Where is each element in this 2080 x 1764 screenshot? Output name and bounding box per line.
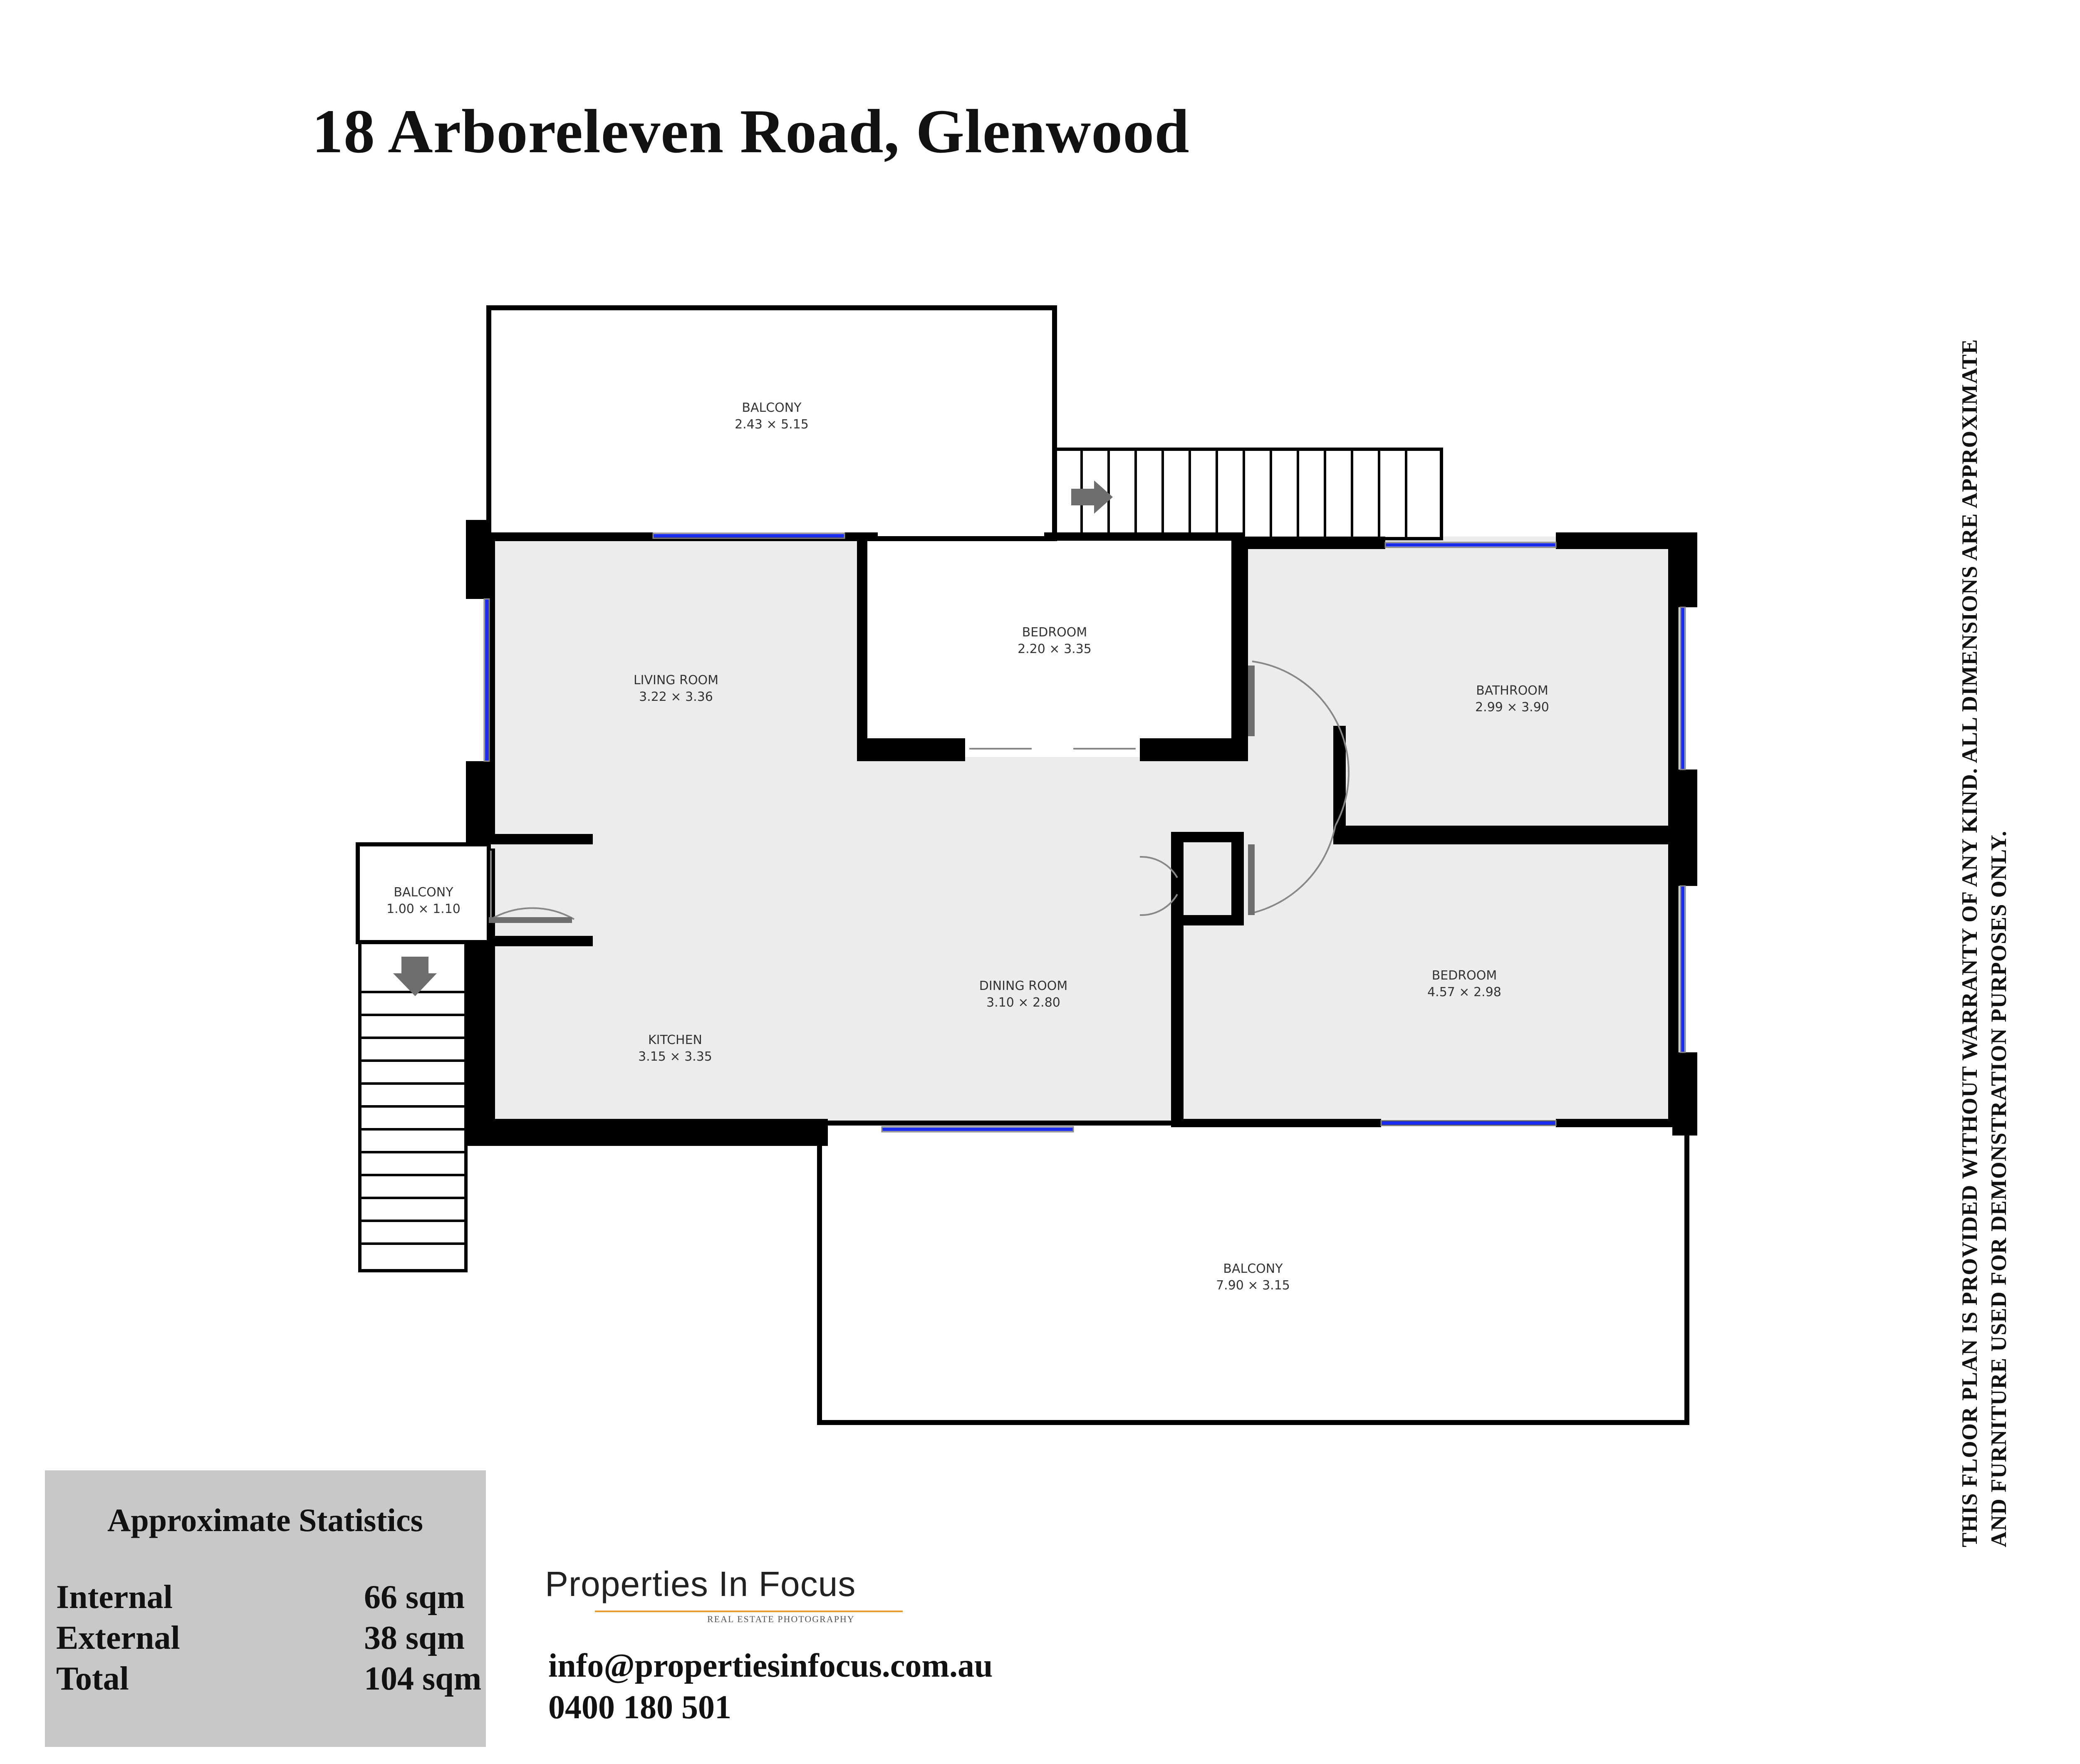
room-dims-dining-room: 3.10 × 2.80 bbox=[986, 995, 1060, 1010]
stairs-top bbox=[1053, 448, 1443, 540]
stairs-arrow-icon bbox=[1071, 480, 1113, 514]
contact-phone[interactable]: 0400 180 501 bbox=[548, 1689, 731, 1726]
door-leaves bbox=[489, 666, 1255, 923]
brand-underline bbox=[595, 1611, 903, 1612]
stairs-left bbox=[358, 940, 468, 1272]
room-label-bedroom-1: BEDROOM bbox=[1022, 625, 1087, 640]
room-label-balcony-bottom: BALCONY bbox=[1223, 1262, 1283, 1276]
room-label-living-room: LIVING ROOM bbox=[634, 673, 718, 688]
interior-floor bbox=[487, 537, 1672, 1123]
room-dims-bedroom-1: 2.20 × 3.35 bbox=[1018, 642, 1092, 656]
room-label-kitchen: KITCHEN bbox=[648, 1033, 702, 1047]
stat-label: Total bbox=[56, 1660, 129, 1697]
statistics-panel: Approximate Statistics Internal 66 sqm E… bbox=[45, 1470, 486, 1747]
room-dims-bedroom-2: 4.57 × 2.98 bbox=[1427, 985, 1501, 1000]
disclaimer-text: This floor plan is provided without warr… bbox=[1958, 339, 2011, 1547]
room-label-dining-room: DINING ROOM bbox=[979, 979, 1067, 993]
stairs-arrow-icon bbox=[393, 957, 437, 996]
room-dims-balcony-left: 1.00 × 1.10 bbox=[386, 902, 461, 916]
statistics-heading: Approximate Statistics bbox=[107, 1502, 423, 1538]
windows bbox=[485, 534, 1684, 1131]
room-dims-balcony-bottom: 7.90 × 3.15 bbox=[1216, 1278, 1290, 1293]
stat-value: 66 sqm bbox=[364, 1579, 465, 1616]
stat-value: 38 sqm bbox=[364, 1620, 465, 1656]
window-frames bbox=[483, 532, 1686, 1133]
page-title: 18 Arboreleven Road, Glenwood bbox=[312, 97, 1190, 166]
brand-tagline: REAL ESTATE PHOTOGRAPHY bbox=[707, 1614, 855, 1624]
doors bbox=[490, 661, 1350, 920]
stat-value: 104 sqm bbox=[364, 1660, 482, 1697]
room-label-bedroom-2: BEDROOM bbox=[1432, 968, 1497, 983]
room-dims-balcony-top: 2.43 × 5.15 bbox=[735, 417, 809, 432]
room-label-balcony-top: BALCONY bbox=[742, 401, 802, 415]
brand-name: Properties In Focus bbox=[545, 1564, 856, 1603]
room-labels: BALCONY 2.43 × 5.15 LIVING ROOM 3.22 × 3… bbox=[386, 401, 1549, 1293]
stat-label: External bbox=[56, 1620, 180, 1656]
room-dims-living-room: 3.22 × 3.36 bbox=[639, 690, 713, 704]
room-dims-bathroom: 2.99 × 3.90 bbox=[1475, 700, 1549, 715]
contact-email[interactable]: info@propertiesinfocus.com.au bbox=[548, 1648, 993, 1684]
stat-label: Internal bbox=[56, 1579, 173, 1616]
room-label-balcony-left: BALCONY bbox=[394, 885, 453, 900]
room-dims-kitchen: 3.15 × 3.35 bbox=[638, 1049, 712, 1064]
room-label-bathroom: BATHROOM bbox=[1476, 683, 1548, 698]
brand-logo: Properties In Focus REAL ESTATE PHOTOGRA… bbox=[545, 1564, 911, 1624]
